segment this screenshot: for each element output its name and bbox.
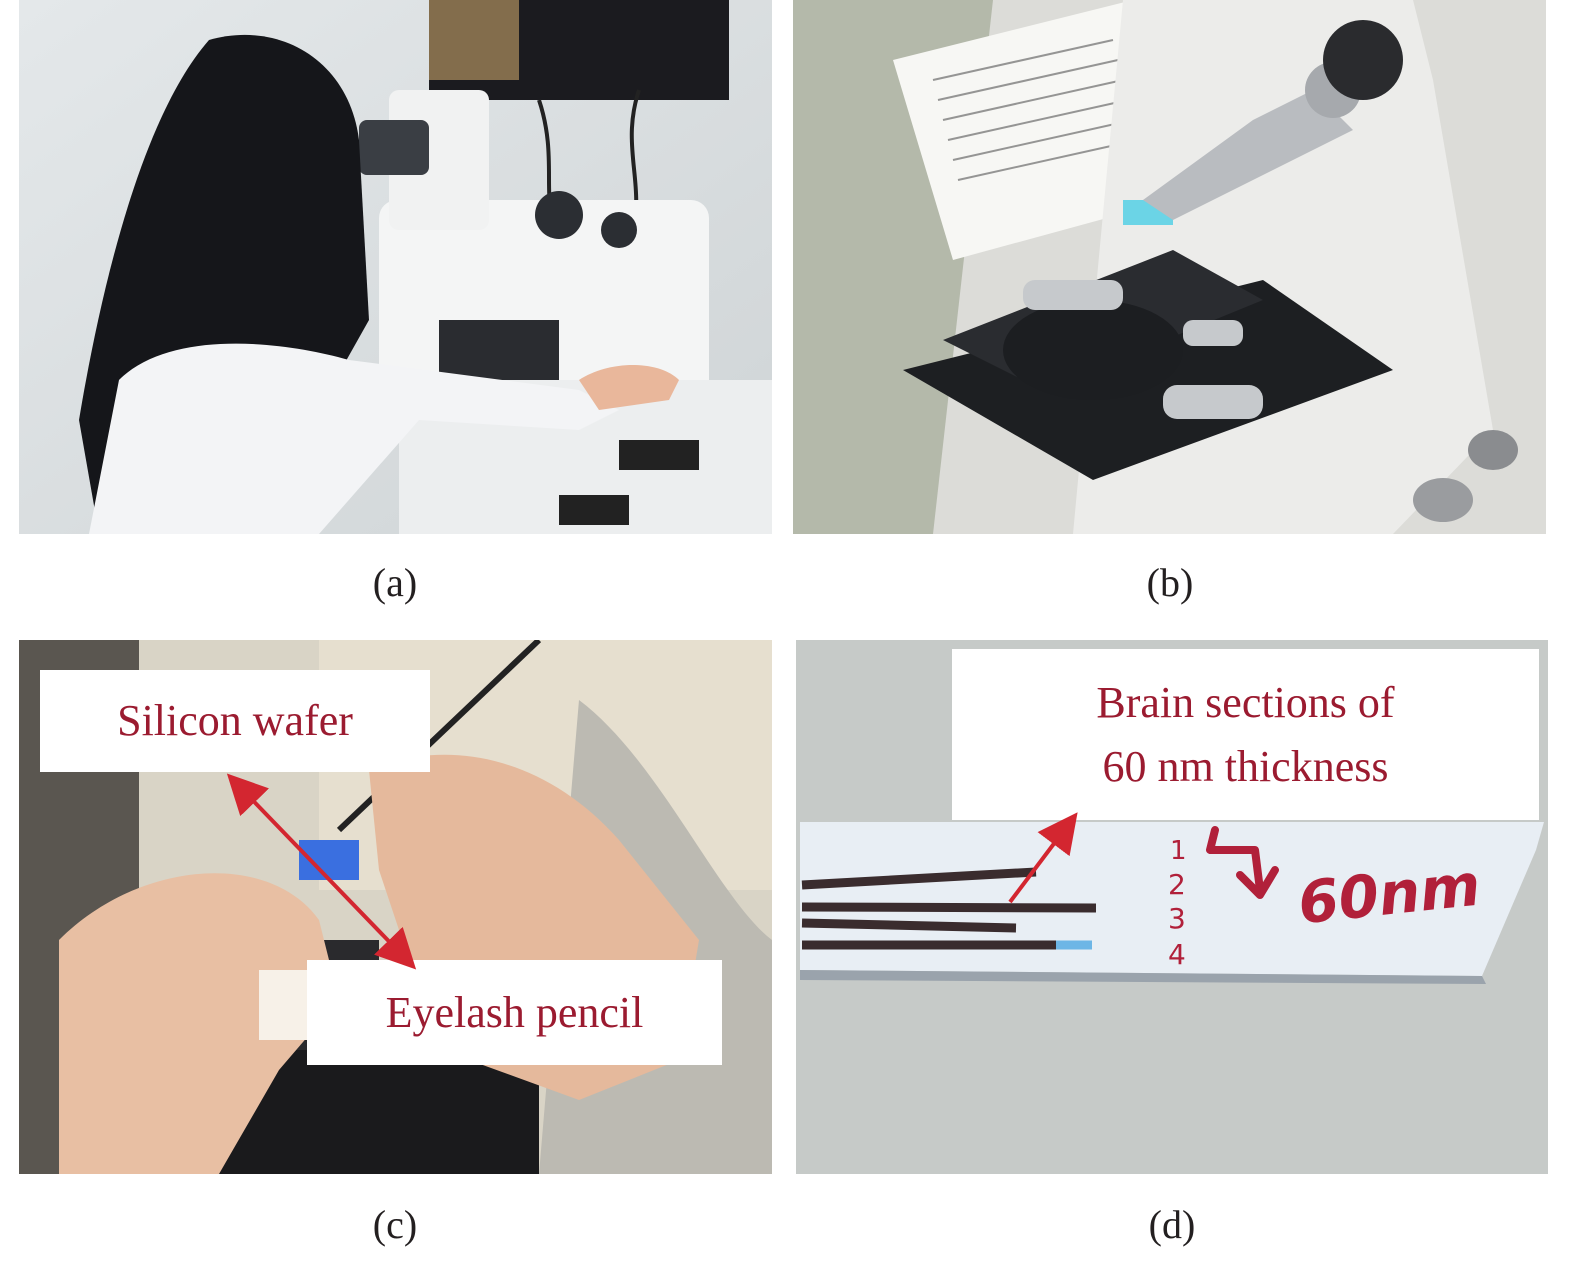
handwritten-number-4: 4 [1168, 938, 1186, 971]
silicon-wafer-label: Silicon wafer [40, 670, 430, 772]
panel-a-photo [19, 0, 772, 534]
panel-a-caption: (a) [372, 560, 418, 605]
brain-sections-label: Brain sections of 60 nm thickness [952, 649, 1539, 820]
silicon-wafer-label-text: Silicon wafer [117, 696, 353, 746]
brain-sections-label-line1: Brain sections of [1096, 677, 1395, 727]
panel-d-caption: (d) [1148, 1202, 1196, 1247]
brain-sections-label-text: Brain sections of 60 nm thickness [1096, 671, 1394, 799]
handwritten-number-3: 3 [1168, 902, 1186, 935]
panel-b-photo [793, 0, 1546, 534]
eyelash-pencil-label-text: Eyelash pencil [385, 987, 644, 1037]
eyelash-pencil-label: Eyelash pencil [307, 960, 722, 1065]
panel-b-caption: (b) [1146, 560, 1194, 605]
brain-sections-label-line2: 60 nm thickness [1102, 741, 1389, 791]
handwritten-number-1: 1 [1170, 836, 1187, 866]
handwritten-number-2: 2 [1168, 868, 1186, 901]
panel-c-caption: (c) [372, 1202, 418, 1247]
